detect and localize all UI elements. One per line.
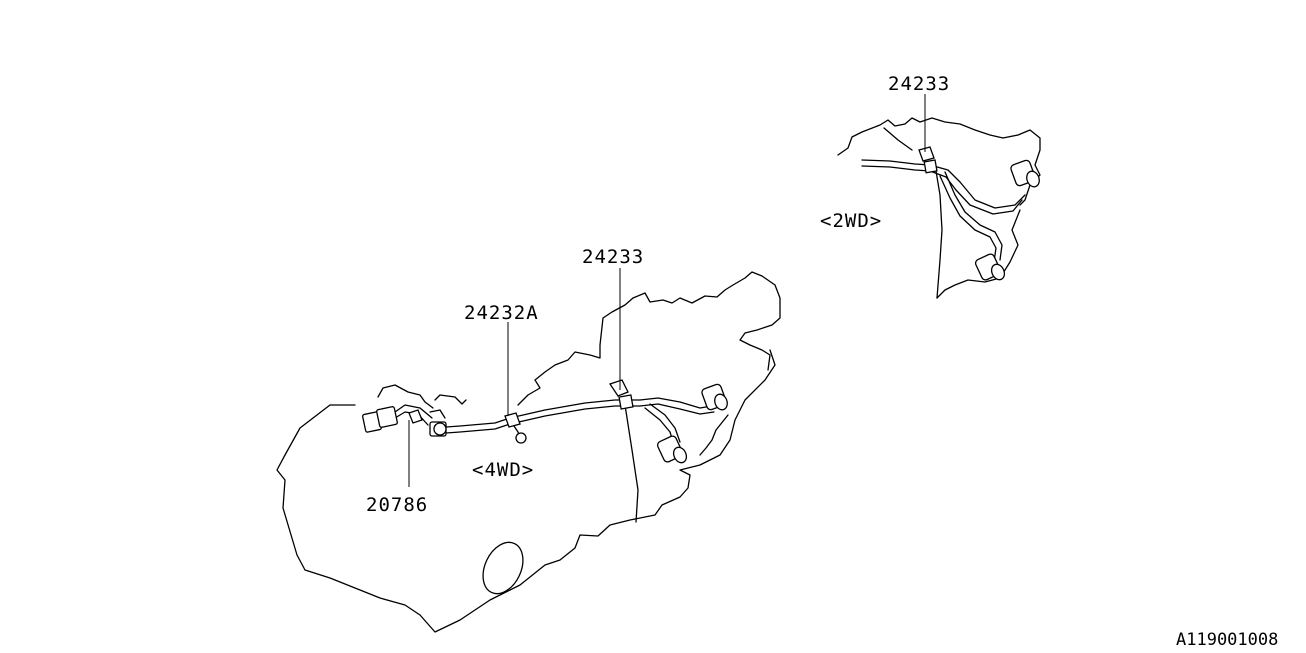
part-number-24233-2wd: 24233 — [888, 73, 950, 95]
harness-2wd — [861, 146, 1040, 281]
variant-label-4wd: <4WD> — [472, 459, 534, 481]
diagram-reference-code: A119001008 — [1176, 630, 1278, 650]
leader-lines — [408, 94, 926, 487]
part-number-24233-4wd: 24233 — [582, 246, 644, 268]
transmission-4wd — [276, 271, 781, 633]
variant-label-2wd: <2WD> — [820, 210, 882, 232]
part-number-24232A: 24232A — [464, 302, 539, 324]
part-number-20786: 20786 — [366, 494, 428, 516]
harness-4wd — [362, 379, 728, 464]
transmission-2wd — [837, 117, 1041, 299]
